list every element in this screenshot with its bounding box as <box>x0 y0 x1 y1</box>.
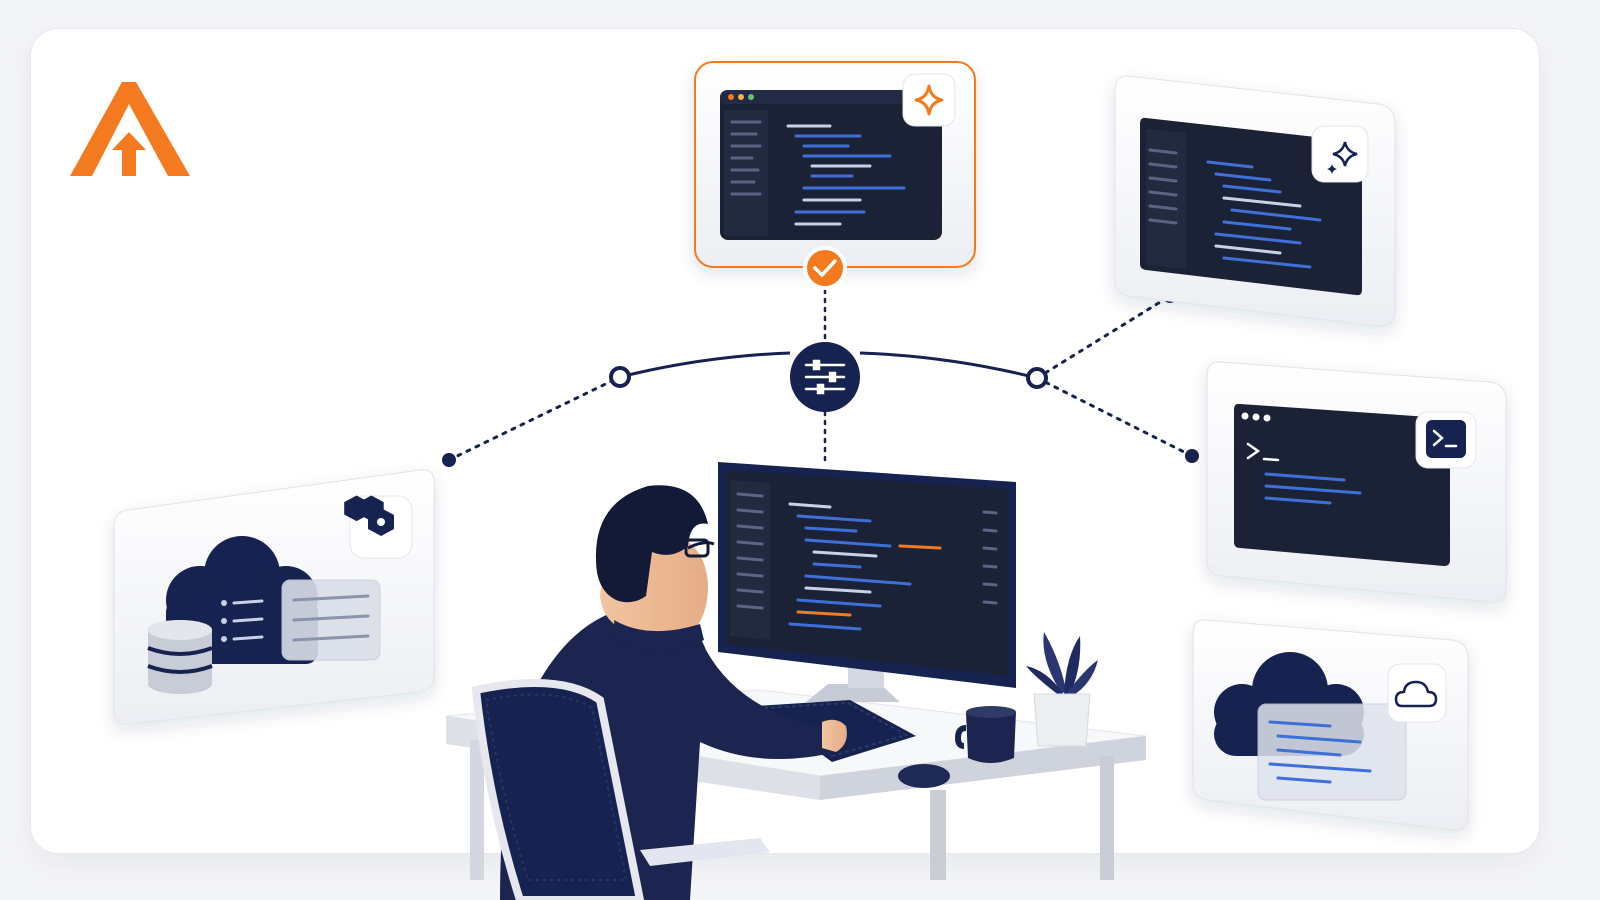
desktop-monitor <box>718 462 1016 702</box>
brand-logo <box>70 82 190 176</box>
cubes-icon <box>344 495 394 536</box>
ai-code-editor-panel[interactable] <box>694 61 976 268</box>
connection-lines <box>447 288 1194 467</box>
cloud-infrastructure-panel[interactable] <box>113 469 435 725</box>
database-icon <box>147 620 213 694</box>
coffee-mug <box>954 706 1016 763</box>
sparkle-icon <box>1327 141 1358 174</box>
cloud-deploy-panel[interactable] <box>1192 619 1469 831</box>
terminal-icon <box>1426 420 1466 458</box>
ai-editor-panel[interactable] <box>1114 75 1396 327</box>
sliders-icon <box>804 359 846 395</box>
mouse <box>898 764 950 788</box>
terminal-panel[interactable] <box>1206 361 1507 603</box>
selected-check-badge <box>803 246 847 290</box>
sliders-hub[interactable] <box>790 342 860 412</box>
sparkle-icon <box>914 84 944 116</box>
cloud-icon <box>1394 680 1438 708</box>
potted-plant <box>1026 632 1098 747</box>
